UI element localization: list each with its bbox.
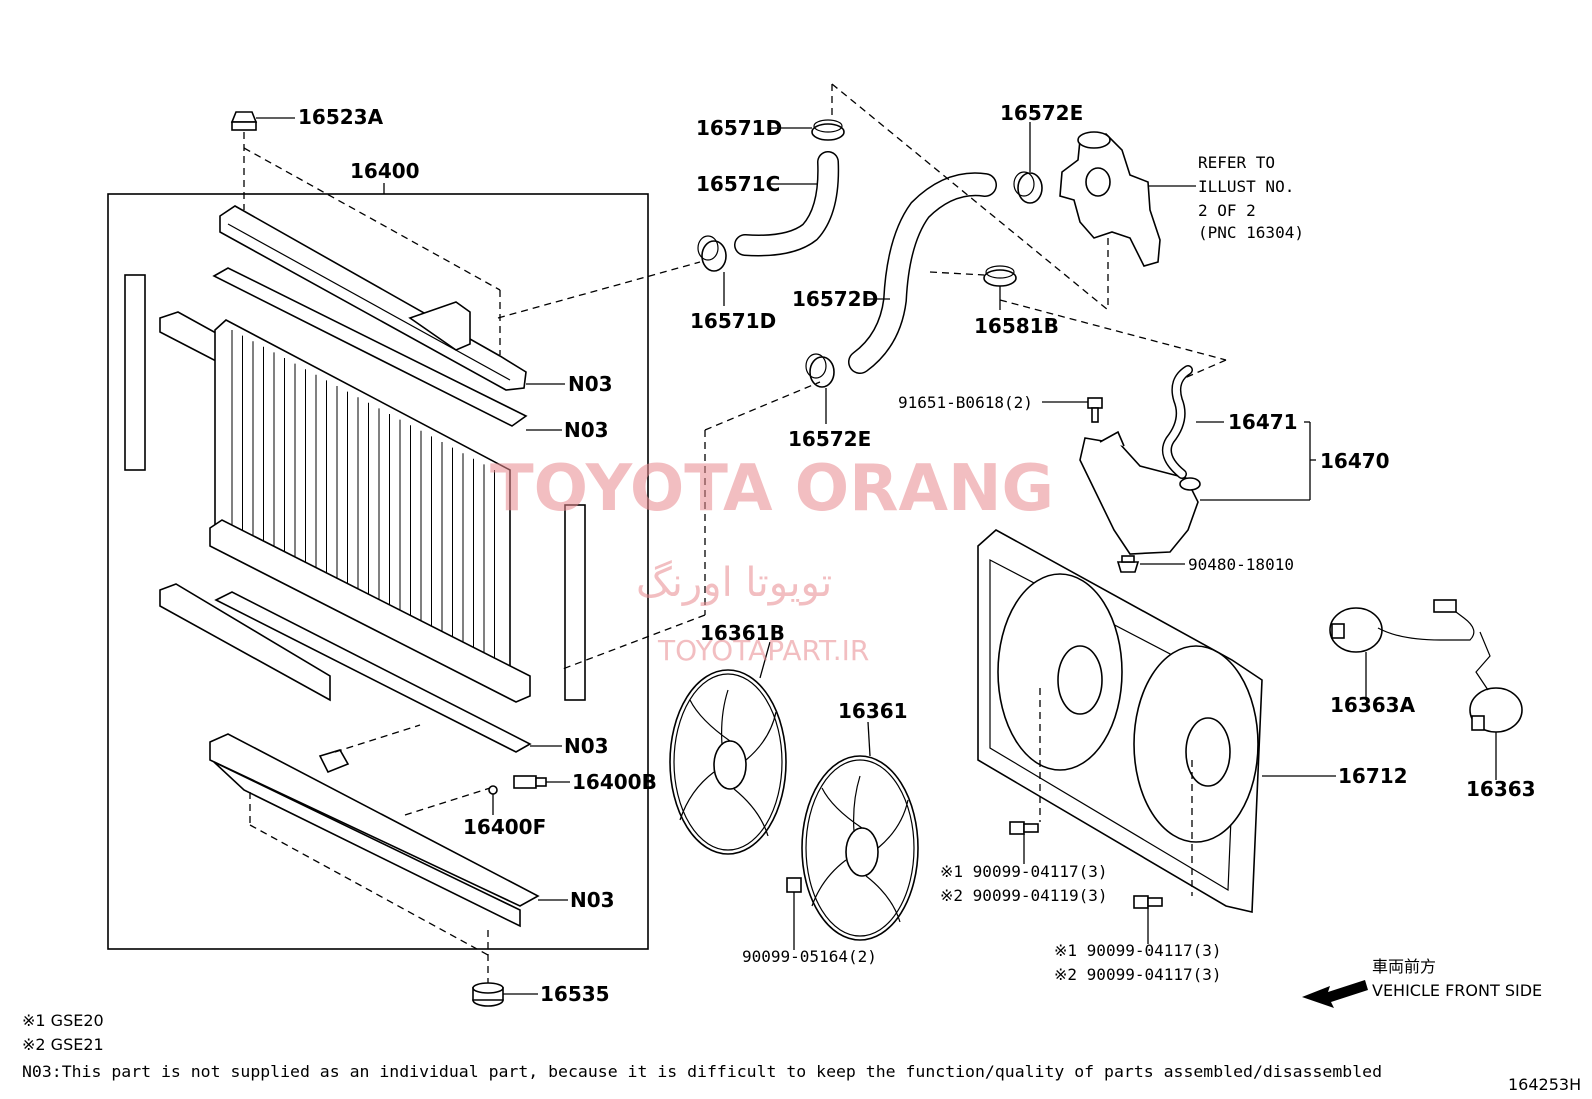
direction-jp: 車両前方 (1372, 957, 1436, 976)
label-16571D-bottom: 16571D (690, 309, 776, 333)
label-16571C: 16571C (696, 172, 780, 196)
label-n03-1: N03 (568, 372, 613, 396)
fan-shroud-drawing (977, 529, 1263, 913)
leader-lines (256, 117, 1497, 995)
label-n03-2: N03 (564, 418, 609, 442)
label-16400: 16400 (350, 159, 420, 183)
label-16363A: 16363A (1330, 693, 1416, 717)
label-90480: 90480-18010 (1188, 555, 1294, 574)
refer-line-1: REFER TO (1198, 153, 1275, 172)
radiator-core-drawing (209, 319, 531, 703)
label-91651: 91651-B0618(2) (898, 393, 1033, 412)
vehicle-front-arrow-icon (1302, 980, 1368, 1008)
clamp-16572E-top (1013, 171, 1043, 204)
motor-16363-drawing (1469, 631, 1523, 733)
label-16471: 16471 (1228, 410, 1298, 434)
illustration-id: 164253H (1508, 1075, 1581, 1094)
refer-line-4: (PNC 16304) (1198, 223, 1304, 242)
drain-cock-drawing (488, 775, 547, 795)
fan-16361-drawing (801, 755, 919, 941)
lower-gasket-drawing (214, 591, 532, 753)
upper-gasket-drawing (212, 267, 528, 427)
nut-90480-drawing (1116, 555, 1140, 573)
note-3: N03:This part is not supplied as an indi… (22, 1062, 1382, 1081)
upper-tank-drawing (219, 205, 527, 391)
label-16523A: 16523A (298, 105, 384, 129)
water-outlet-drawing (1059, 131, 1161, 267)
clamp-16572E-bottom (805, 353, 835, 388)
label-bolt-a2: ※2 90099-04119(3) (940, 886, 1108, 905)
bolt-shroud-left (1009, 821, 1039, 835)
label-16712: 16712 (1338, 764, 1408, 788)
label-16572E-top: 16572E (1000, 101, 1083, 125)
label-16571D-top: 16571D (696, 116, 782, 140)
label-16400F: 16400F (463, 815, 546, 839)
lower-tank-drawing (209, 733, 540, 928)
watermark-title: TOYOTA ORANG (490, 452, 1054, 526)
refer-line-2: ILLUST NO. (1198, 177, 1294, 196)
label-90099-05164: 90099-05164(2) (742, 947, 877, 966)
bottom-seal-drawing (159, 583, 331, 702)
radiator-cap-drawing (230, 111, 258, 131)
right-seal-drawing (564, 504, 586, 701)
label-16470: 16470 (1320, 449, 1390, 473)
left-seal-drawing (124, 274, 146, 471)
label-bolt-b1: ※1 90099-04117(3) (1054, 941, 1222, 960)
watermark-url: TOYOTAPART.IR (657, 634, 869, 667)
reservoir-tank-drawing (1079, 430, 1201, 555)
label-16535: 16535 (540, 982, 610, 1006)
label-n03-3: N03 (564, 734, 609, 758)
label-16400B: 16400B (572, 770, 657, 794)
label-16572E-bottom: 16572E (788, 427, 871, 451)
label-bolt-b2: ※2 90099-04117(3) (1054, 965, 1222, 984)
refer-line-3: 2 OF 2 (1198, 201, 1256, 220)
bolt-91651-drawing (1087, 397, 1103, 423)
motor-16363A-drawing (1329, 599, 1475, 653)
clamp-16571D-top (811, 119, 845, 141)
label-16581B: 16581B (974, 314, 1059, 338)
nut-90099-05164-drawing (786, 877, 802, 893)
label-16363: 16363 (1466, 777, 1536, 801)
fan-16361B-drawing (669, 669, 787, 855)
note-1: ※1 GSE20 (22, 1011, 104, 1030)
direction-en: VEHICLE FRONT SIDE (1372, 981, 1542, 1000)
note-2: ※2 GSE21 (22, 1035, 104, 1054)
label-bolt-a1: ※1 90099-04117(3) (940, 862, 1108, 881)
clamp-16581B (983, 265, 1017, 287)
radiator-group-box (107, 193, 649, 950)
clamp-16571D-bottom (697, 235, 727, 272)
bolt-shroud-right (1133, 895, 1163, 909)
label-16361: 16361 (838, 699, 908, 723)
cushion-16535-drawing (472, 982, 504, 1007)
watermark-persian: تویوتا اورنگ (636, 560, 832, 606)
label-16361B: 16361B (700, 621, 785, 645)
label-n03-4: N03 (570, 888, 615, 912)
label-16572D: 16572D (792, 287, 878, 311)
